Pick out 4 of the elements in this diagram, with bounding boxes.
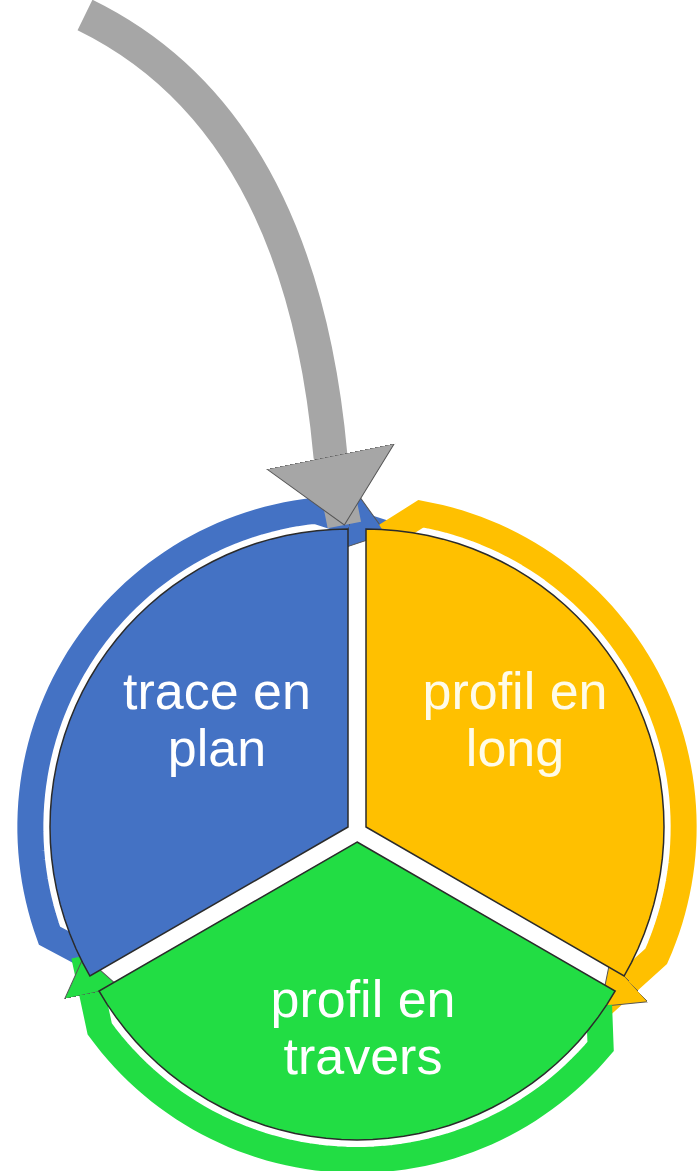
segment-label: trace en plan — [122, 662, 312, 778]
segment-label: profil en long — [421, 662, 609, 778]
segment-label: profil en travers — [269, 970, 457, 1086]
arrow — [76, 0, 395, 529]
